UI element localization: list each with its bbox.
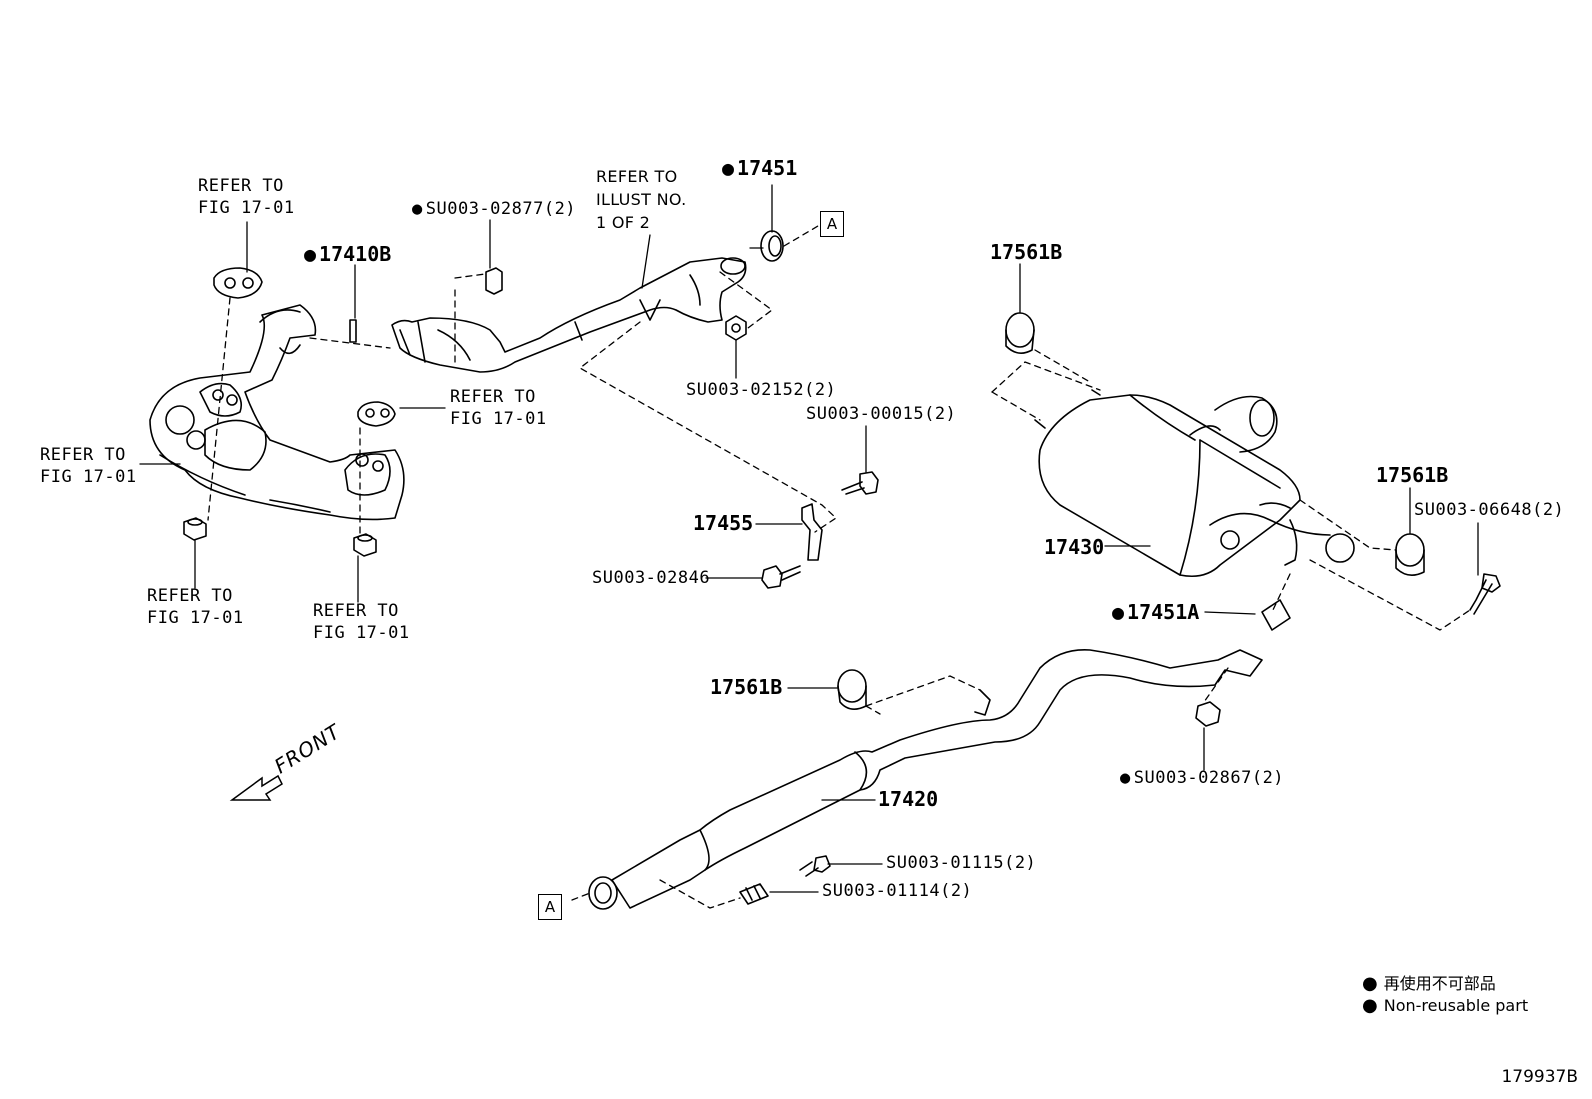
manifold-gasket-mid: [357, 401, 396, 427]
part-17410b-label: 17410B: [304, 243, 391, 265]
bolt-su003-01114: [739, 883, 769, 905]
bolt-su003-01115: [799, 855, 831, 877]
part-17455-label: 17455: [693, 511, 754, 535]
nut-su003-02867: [1195, 701, 1221, 727]
part-su003-02152-label: SU003-02152(2): [686, 380, 837, 400]
part-17430-label: 17430: [1044, 535, 1105, 559]
part-17561b-top-label: 17561B: [990, 240, 1063, 264]
legend-line-1: ●再使用不可部品: [1362, 973, 1496, 994]
part-su003-01115-label: SU003-01115(2): [886, 853, 1037, 873]
part-17451-label: 17451: [722, 157, 797, 179]
bolt-su003-02877: [485, 267, 503, 295]
non-reusable-bullet-icon: ●: [1362, 973, 1378, 994]
bolt-su003-06648: [1469, 573, 1501, 615]
manifold-nut-left: [183, 517, 207, 541]
assembly-dashed-lines: [207, 225, 1471, 909]
part-17561b-mid-label: 17561B: [710, 675, 783, 699]
bracket-17455: [801, 503, 823, 561]
part-su003-02846-label: SU003-02846: [592, 568, 711, 588]
front-arrow-icon: [229, 774, 283, 801]
part-su003-06648-label: SU003-06648(2): [1414, 500, 1565, 520]
figure-id: 179937B: [1501, 1067, 1578, 1087]
gasket-17410b: [349, 319, 357, 343]
manifold-gasket-top: [213, 267, 263, 299]
bolt-su003-02846: [761, 565, 801, 589]
legend-line-2: ●Non-reusable part: [1362, 995, 1529, 1016]
rear-muffler-17430: [1034, 389, 1355, 578]
part-su003-02867-label: SU003-02867(2): [1120, 767, 1284, 789]
part-su003-02877-label: SU003-02877(2): [412, 198, 576, 220]
part-17451a-label: 17451A: [1112, 601, 1199, 623]
bolt-su003-00015: [841, 471, 879, 495]
leader-lines: [139, 184, 1479, 893]
part-17420-label: 17420: [878, 787, 939, 811]
center-pipe-17420: [588, 649, 1263, 910]
part-su003-01114-label: SU003-01114(2): [822, 881, 973, 901]
front-pipe-catalytic: [391, 257, 747, 373]
gasket-17451a: [1261, 599, 1291, 631]
connection-marker-a-top: A: [820, 211, 844, 237]
nut-su003-02152: [725, 315, 747, 341]
manifold-nut-right: [353, 533, 377, 557]
non-reusable-bullet-icon: ●: [1362, 995, 1378, 1016]
part-su003-00015-label: SU003-00015(2): [806, 404, 957, 424]
connection-marker-a-bottom: A: [538, 894, 562, 920]
part-17561b-right-label: 17561B: [1376, 463, 1449, 487]
